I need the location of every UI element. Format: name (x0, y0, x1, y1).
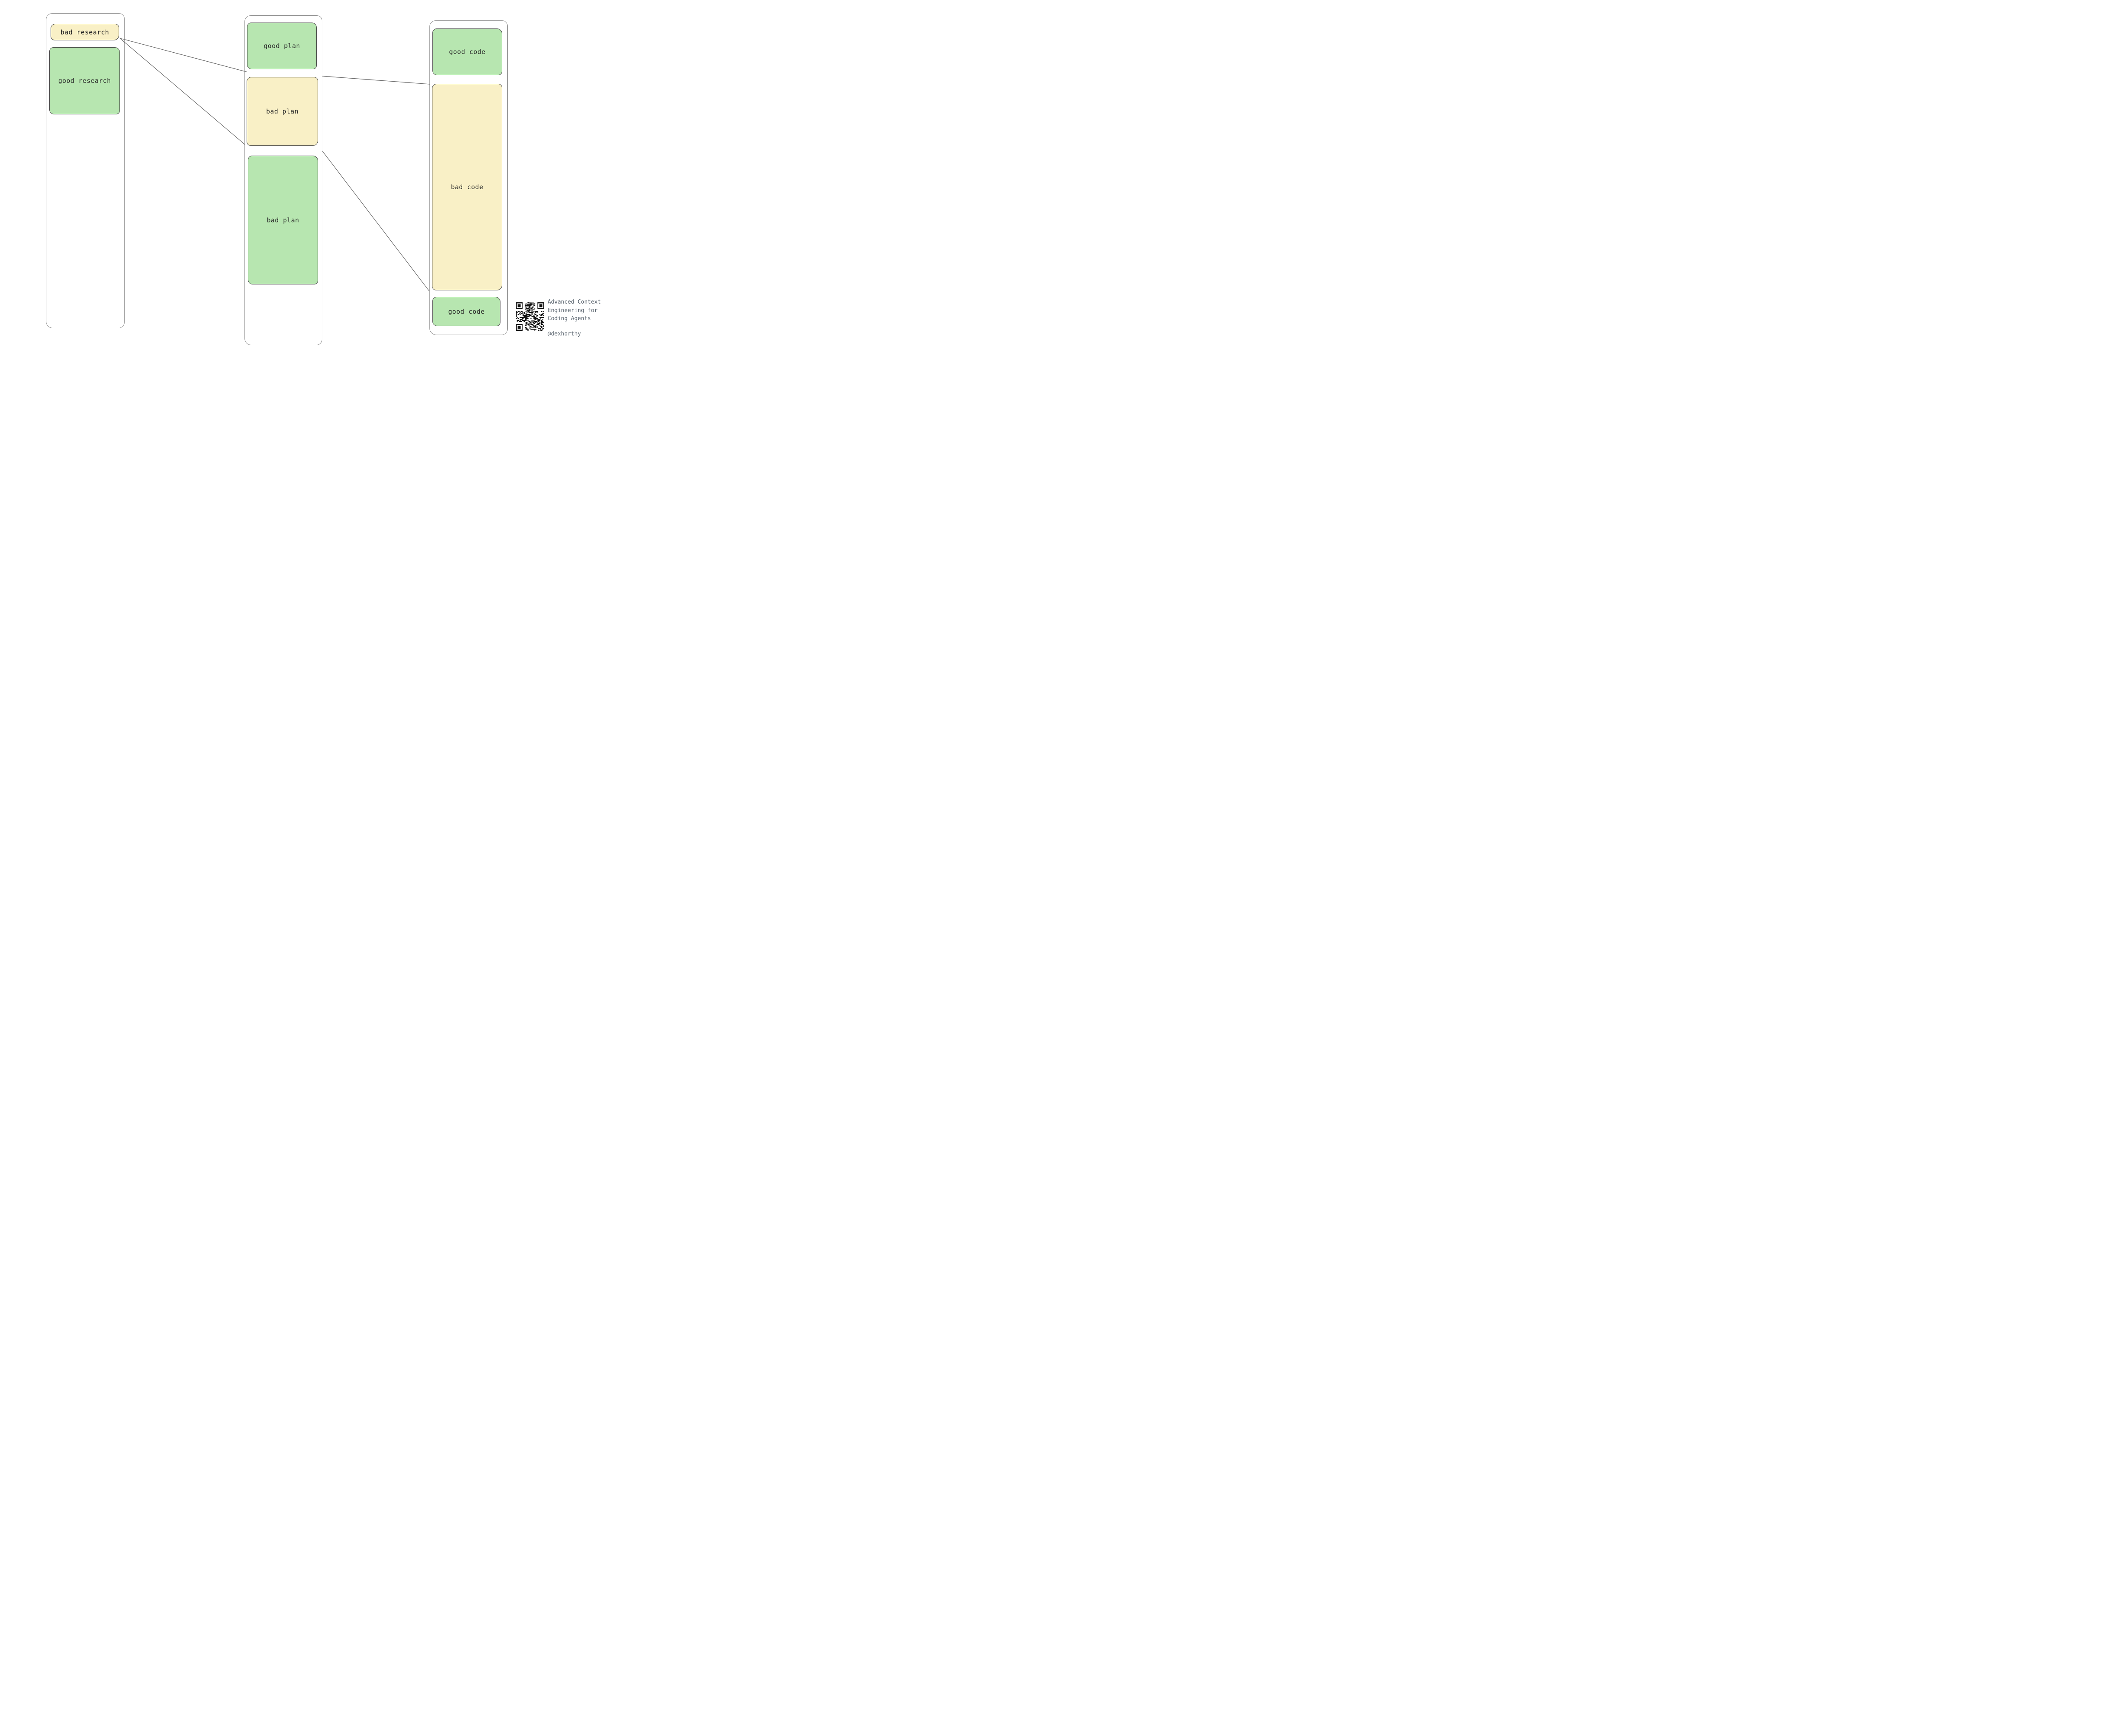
edge-bad-plan-to-bad-code-top (322, 76, 430, 85)
box-good-code-top: good code (432, 28, 502, 75)
diagram-canvas: bad research good research good plan bad… (0, 0, 622, 347)
box-bad-plan-expanded: bad plan (248, 156, 318, 284)
box-bad-research: bad research (51, 24, 119, 40)
box-bad-plan: bad plan (247, 77, 318, 146)
box-label: bad code (451, 183, 483, 191)
box-bad-code: bad code (432, 84, 502, 290)
box-label: bad plan (267, 216, 299, 224)
box-label: good code (449, 48, 486, 56)
footer-handle: @dexhorthy (548, 331, 581, 337)
edge-bad-plan-to-bad-code-bottom (322, 151, 429, 291)
qr-code (516, 302, 544, 331)
box-label: good research (58, 77, 111, 85)
box-good-plan: good plan (247, 23, 317, 69)
edge-bad-research-to-bad-plan-bottom (119, 38, 245, 145)
box-good-research: good research (49, 47, 120, 114)
box-label: good plan (264, 42, 300, 50)
box-label: bad plan (266, 108, 299, 115)
box-label: bad research (60, 28, 109, 36)
footer-title: Advanced Context Engineering for Coding … (548, 299, 601, 322)
box-good-code-bottom: good code (432, 297, 500, 326)
edge-bad-research-to-bad-plan-top (119, 38, 247, 72)
box-label: good code (448, 307, 485, 315)
